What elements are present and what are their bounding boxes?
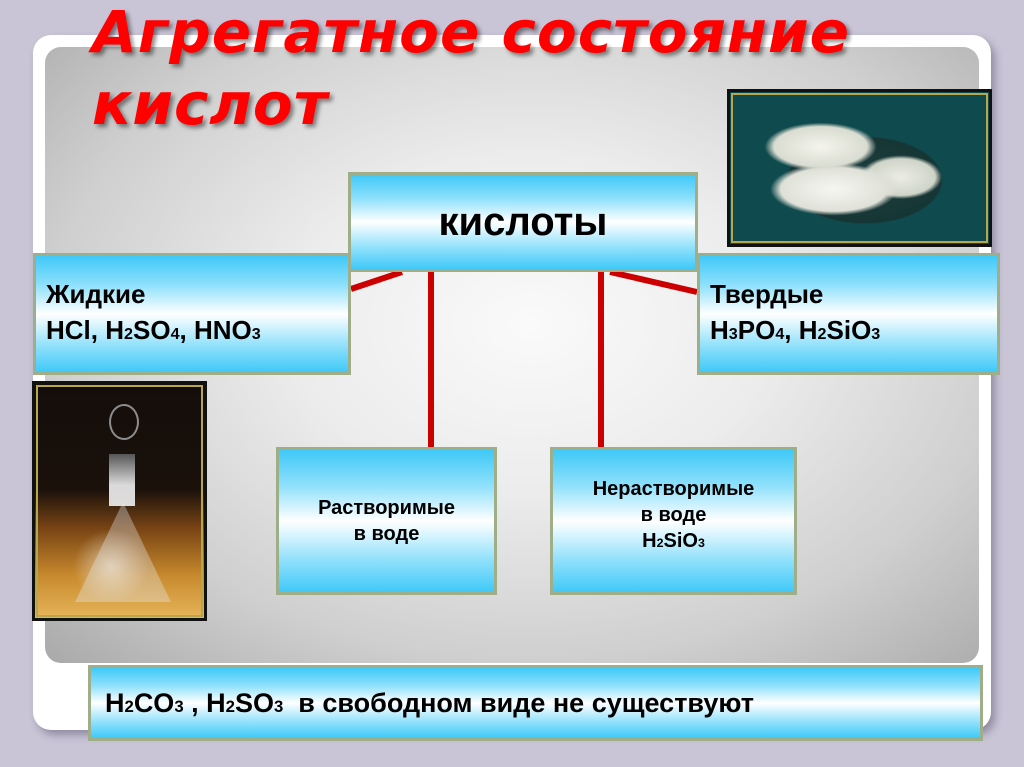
note-formulas: H2CO3 , H2SO3 [105, 687, 284, 718]
liquid-heading: Жидкие [46, 279, 146, 309]
title-line-2: кислот [92, 70, 329, 138]
acids-root-box: кислоты [348, 172, 698, 272]
insoluble-line-1: Нерастворимые [592, 478, 755, 500]
note-box: H2CO3 , H2SO3 в свободном виде не сущест… [88, 665, 983, 741]
liquid-formulas: HCl, H2SO4, HNO3 [46, 315, 261, 345]
flask-body-shape [75, 502, 171, 602]
soluble-line-2: в воде [353, 523, 420, 545]
soluble-line-1: Растворимые [318, 497, 455, 519]
insoluble-formula: H2SiO3 [642, 530, 705, 552]
liquid-acid-flask-image [32, 381, 207, 621]
note-text: в свободном виде не существуют [298, 687, 754, 718]
title-line-1: Агрегатное состояние [92, 0, 850, 66]
insoluble-acids-box: Нерастворимые в воде H2SiO3 [550, 447, 797, 595]
formula-hcl: HCl [46, 315, 91, 345]
solid-formulas: H3PO4, H2SiO3 [710, 315, 881, 345]
root-label: кислоты [438, 199, 608, 244]
liquid-acids-box: Жидкие HCl, H2SO4, HNO3 [33, 253, 351, 375]
solid-acids-box: Твердые H3PO4, H2SiO3 [697, 253, 1000, 375]
solid-acid-crystals-image [727, 89, 992, 247]
flask-neck-shape [109, 454, 135, 506]
slide-title: Агрегатное состояние кислот [92, 0, 850, 140]
solid-heading: Твердые [710, 279, 824, 309]
soluble-acids-box: Растворимые в воде [276, 447, 497, 595]
flask-stopper-shape [109, 404, 139, 440]
note-text-line: H2CO3 , H2SO3 в свободном виде не сущест… [105, 688, 980, 719]
insoluble-line-2: в воде [640, 504, 707, 526]
